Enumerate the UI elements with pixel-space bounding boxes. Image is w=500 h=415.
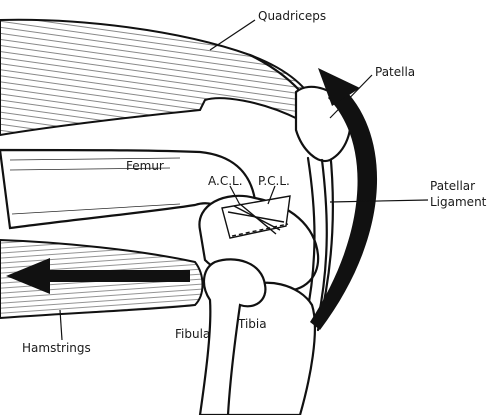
label-tibia: Tibia	[237, 317, 267, 331]
leader-quadriceps	[209, 19, 256, 51]
patellar-ligament-inner	[304, 156, 316, 320]
leader-patellar	[329, 199, 429, 203]
leader-hamstrings	[59, 309, 63, 341]
leader-patella	[329, 74, 373, 119]
label-acl: A.C.L.	[208, 174, 243, 188]
label-pcl: P.C.L.	[258, 174, 290, 188]
label-hamstrings: Hamstrings	[22, 341, 91, 355]
label-quadriceps: Quadriceps	[258, 9, 326, 23]
fibula-bone	[198, 258, 267, 415]
left-arrow-icon	[6, 258, 50, 294]
left-arrow-shaft	[40, 270, 190, 282]
patellar-ligament	[316, 158, 328, 322]
leader-pcl	[267, 185, 276, 205]
cruciate-ligaments	[221, 195, 291, 239]
quadriceps-muscle	[0, 18, 320, 137]
femur-shading	[9, 157, 181, 215]
label-patella: Patella	[375, 65, 415, 79]
curved-arrow-icon	[310, 85, 378, 330]
label-femur: Femur	[126, 159, 164, 173]
label-ligament: Ligament	[430, 195, 487, 209]
label-patellar: Patellar	[430, 179, 475, 193]
leader-acl	[229, 185, 241, 206]
label-fibula: Fibula	[175, 327, 210, 341]
curved-arrow-head	[318, 68, 360, 106]
